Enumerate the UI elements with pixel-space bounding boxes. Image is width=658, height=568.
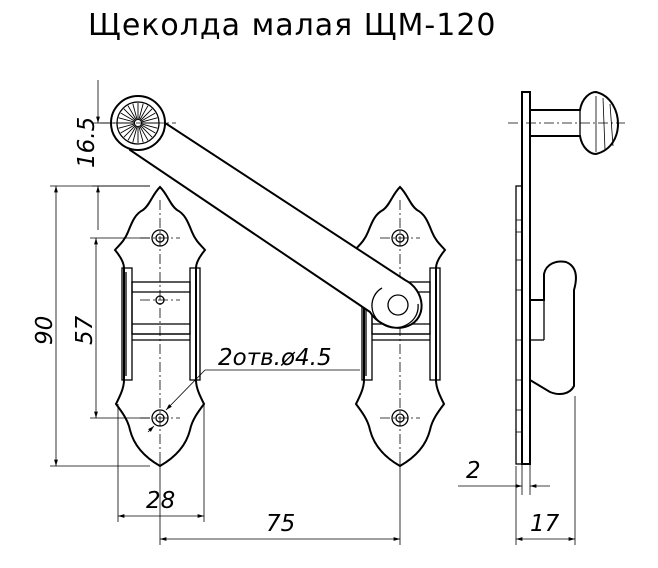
side-view [508,90,625,465]
latch-bar [129,98,423,329]
latch-pivot [387,294,409,316]
dim-57: 57 [72,237,150,419]
drawing-title: Щеколда малая ЩМ-120 [88,8,497,43]
dim-label-57: 57 [72,315,98,345]
dim-90: 90 [32,185,150,467]
dim-label-16-5: 16.5 [74,117,100,168]
dim-label-75: 75 [266,511,295,537]
dim-label-2: 2 [466,458,481,484]
dim-label-90: 90 [32,316,58,345]
left-mounting-plate [113,185,207,468]
dim-holes-note: 2отв.ø4.5 [147,345,360,433]
dim-28: 28 [117,404,205,522]
dim-label-28: 28 [146,488,175,514]
dim-16-5: 16.5 [74,80,150,230]
dim-label-17: 17 [530,511,560,537]
dim-75: 75 [159,456,401,545]
dim-17: 17 [515,396,576,545]
dim-label-holes: 2отв.ø4.5 [218,345,332,371]
dim-2: 2 [458,458,550,495]
knob-rosette [100,95,176,151]
